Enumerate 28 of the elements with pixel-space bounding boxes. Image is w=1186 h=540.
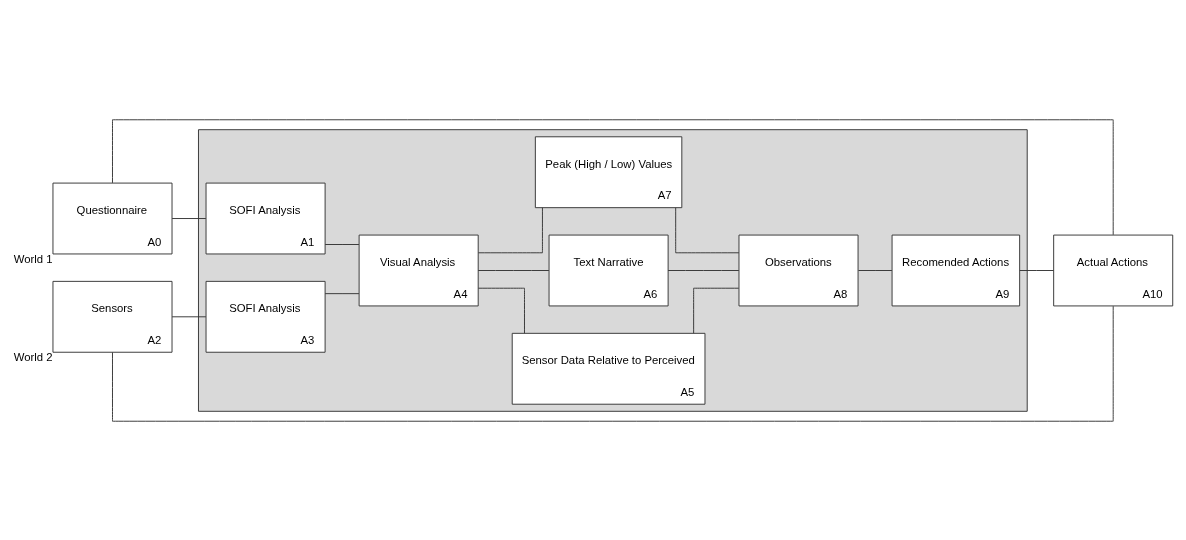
node-box: Questionnaire A0 (52, 182, 173, 254)
connector (112, 118, 1114, 235)
node-box: Observations A8 (738, 234, 859, 306)
node-box: Sensor Data Relative to Perceived A5 (511, 332, 706, 405)
connector (675, 206, 740, 253)
connector (858, 269, 893, 271)
node-box: Sensors A2 (52, 280, 173, 353)
node-box: SOFI Analysis A3 (205, 280, 326, 353)
node-box: SOFI Analysis A1 (205, 182, 326, 254)
connector (477, 206, 543, 253)
node-box: Peak (High / Low) Values A7 (534, 135, 683, 208)
connector (477, 269, 550, 271)
node-label: World 2 (13, 350, 53, 363)
cluster (198, 128, 1028, 412)
connector (324, 243, 360, 245)
node-box: Visual Analysis A4 (358, 234, 479, 306)
connector (1019, 269, 1055, 271)
node-box: Text Narrative A6 (548, 234, 669, 306)
connector (693, 287, 740, 334)
connector (171, 217, 207, 219)
node-box: Recomended Actions A9 (891, 234, 1021, 306)
connector (171, 315, 207, 317)
connector (477, 287, 525, 334)
connector (324, 292, 360, 294)
connector (112, 305, 1114, 422)
node-label: World 1 (13, 252, 53, 265)
connector (667, 269, 740, 271)
node-box: Actual Actions A10 (1053, 234, 1174, 306)
